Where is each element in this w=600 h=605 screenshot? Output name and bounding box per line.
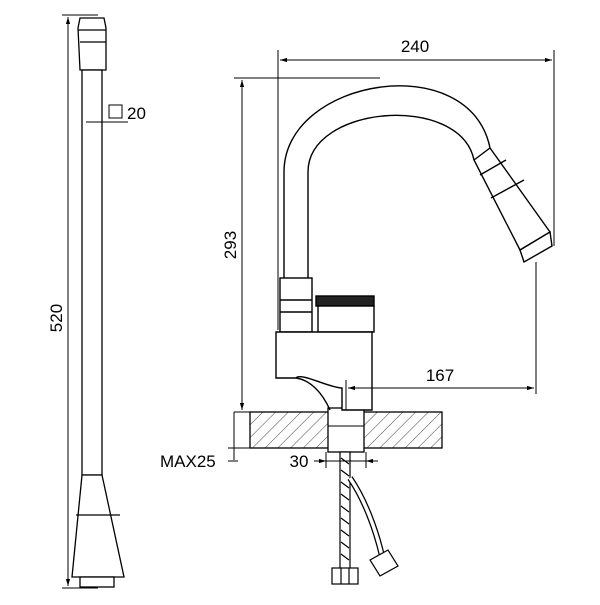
faucet-body (275, 277, 375, 411)
spray-head-line (490, 179, 525, 199)
hose-bottom-nut (79, 576, 115, 588)
hose-square-callout (86, 104, 128, 123)
hose-length-label: 520 (47, 304, 66, 332)
width-label: 240 (401, 37, 429, 56)
supply-nut-right (369, 549, 399, 577)
base-diameter-label: 30 (290, 452, 309, 471)
supply-nut-left (331, 567, 359, 585)
knurled-ring (315, 295, 375, 307)
supply-hoses (331, 451, 399, 585)
spout-outer-curve (283, 85, 491, 278)
supply-hose-bent-inner (348, 477, 384, 557)
base-diameter-dimension (314, 452, 378, 468)
height-label: 293 (221, 231, 240, 259)
spout-collar (279, 277, 313, 333)
reach-dimension (345, 262, 537, 410)
hose-top-fitting (77, 17, 107, 71)
mounting-shank (327, 407, 365, 453)
hose-square-label: 20 (127, 104, 146, 123)
height-dimension (234, 77, 380, 413)
valve-cap (317, 305, 375, 333)
width-dimension (277, 50, 555, 330)
spray-nozzle (519, 230, 553, 264)
hose-bottom-cone (71, 474, 125, 578)
base-foot (295, 377, 331, 411)
hose-shaft (81, 69, 103, 476)
countertop-section (249, 407, 443, 453)
thickness-label: MAX25 (160, 452, 216, 471)
square-symbol-icon (108, 104, 123, 119)
spray-head-line (479, 159, 507, 176)
hose-drawing (71, 17, 125, 588)
thickness-dimension (228, 412, 252, 462)
hose-length-dimension (62, 14, 98, 589)
faucet-spout (283, 85, 553, 278)
reach-label: 167 (426, 366, 454, 385)
spray-head (473, 147, 552, 251)
spout-inner-curve (307, 114, 475, 278)
supply-hose-bent (347, 476, 385, 557)
